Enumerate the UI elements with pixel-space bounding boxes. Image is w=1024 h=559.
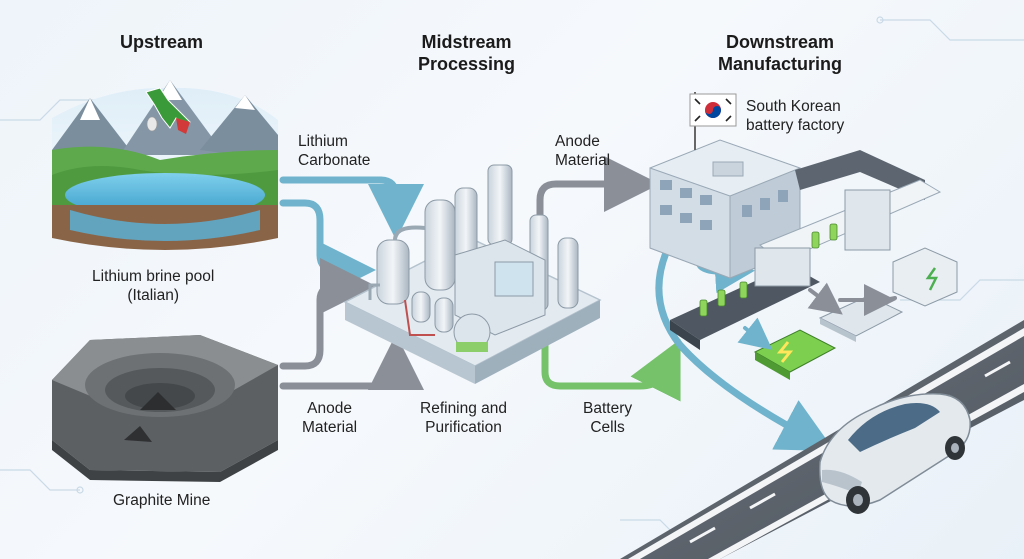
road-and-car-illustration <box>620 320 1024 559</box>
upstream-header: Upstream <box>120 32 204 52</box>
brine-pool-label: Lithium brine pool (Italian) <box>92 268 215 304</box>
anode-material-in-label: Anode Material <box>302 400 358 436</box>
lithium-carbonate-label: Lithium Carbonate <box>298 133 371 169</box>
graphite-mine-illustration <box>52 335 278 482</box>
midstream-header: Midstream Processing <box>418 32 516 74</box>
battery-factory-illustration <box>649 92 958 380</box>
factory-label: South Korean battery factory <box>746 98 845 134</box>
brine-pool-illustration <box>52 80 278 250</box>
flow-arrows <box>279 156 835 452</box>
anode-material-out-label: Anode Material <box>555 133 611 169</box>
battery-cells-label: Battery Cells <box>583 400 633 436</box>
refinery-label: Refining and Purification <box>420 400 508 436</box>
downstream-header: Downstream Manufacturing <box>718 32 842 74</box>
refinery-illustration <box>343 164 602 384</box>
graphite-mine-label: Graphite Mine <box>113 492 211 509</box>
